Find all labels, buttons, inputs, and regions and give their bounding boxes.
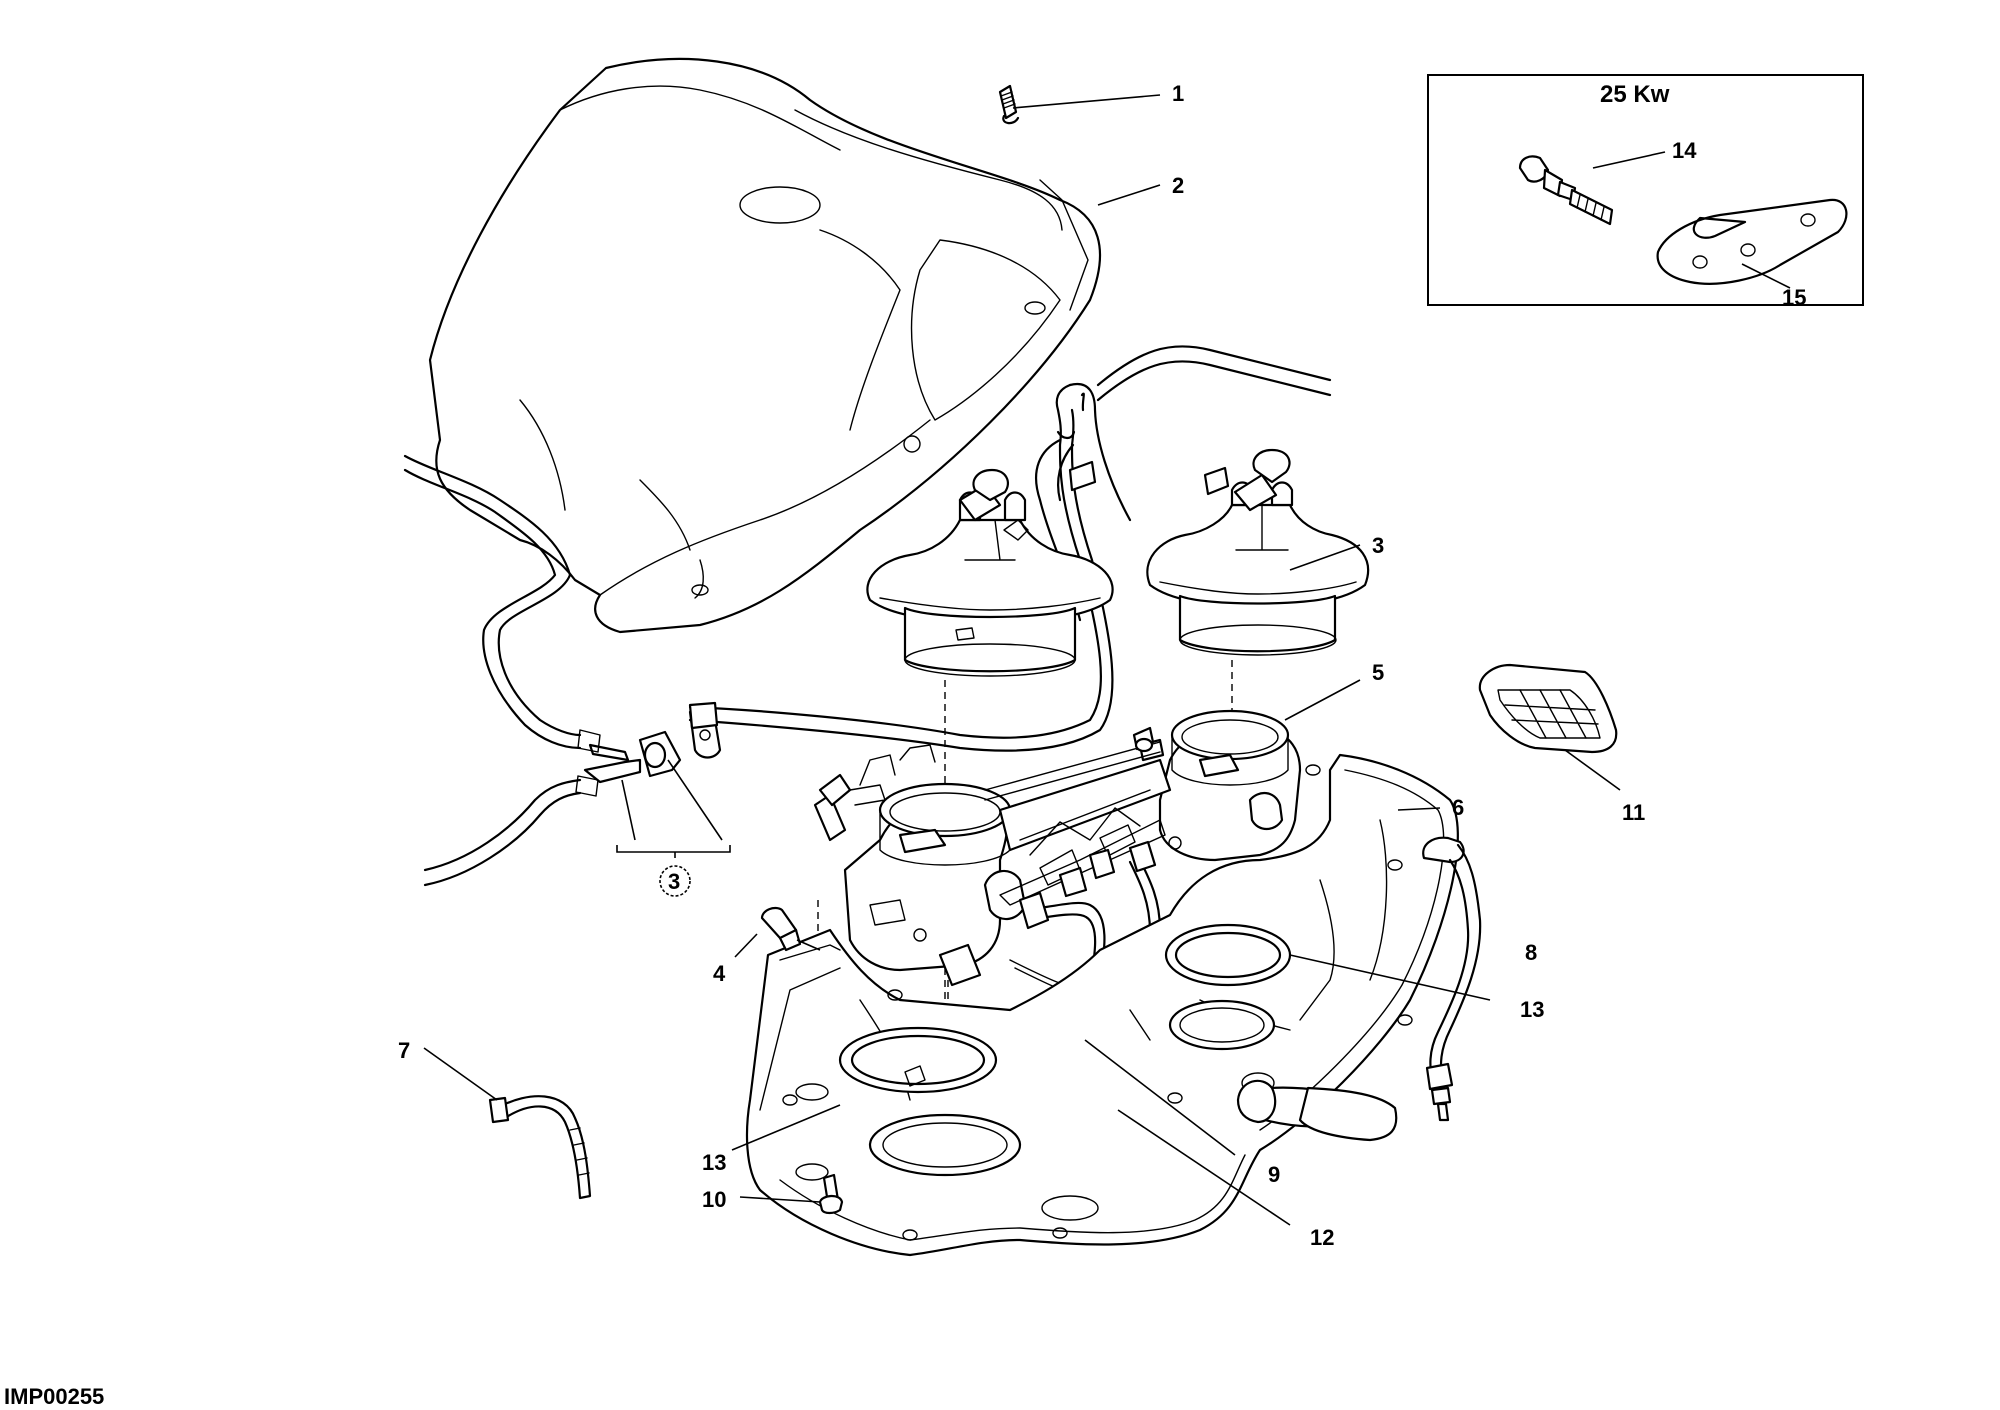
- callout-15: 15: [1782, 285, 1806, 310]
- left-hoses: [403, 454, 601, 887]
- callout-12: 12: [1310, 1225, 1334, 1250]
- part-8-cable: [1422, 836, 1482, 1122]
- callout-10: 10: [702, 1187, 726, 1212]
- callout-11: 11: [1622, 800, 1645, 825]
- callout-7: 7: [398, 1038, 410, 1063]
- callout-8: 8: [1525, 940, 1537, 965]
- callout-5: 5: [1372, 660, 1384, 685]
- part-1-screw: [998, 84, 1020, 125]
- callout-13-left: 13: [702, 1150, 726, 1175]
- part-3-right-funnel: [1146, 448, 1370, 656]
- vent-hose: [688, 345, 1332, 752]
- callout-2: 2: [1172, 173, 1184, 198]
- callout-14: 14: [1672, 138, 1697, 163]
- inset-25kw: 25 Kw: [1427, 74, 1864, 306]
- part-2-top-cover: [428, 57, 1102, 634]
- part-4-plug: [760, 906, 802, 952]
- part-3-left-funnel: [866, 468, 1114, 677]
- part-5-throttle-bodies: [813, 709, 1302, 972]
- callout-1: 1: [1172, 81, 1184, 106]
- intake-duct: [1236, 1079, 1398, 1142]
- callout-6: 6: [1452, 795, 1464, 820]
- callout-4: 4: [713, 961, 726, 986]
- callout-9: 9: [1268, 1162, 1280, 1187]
- callouts: 1 2 3 5 6 11 8 13 4 7 13 10 9 12 14 15 3: [398, 81, 1806, 1250]
- drawing-reference: IMP00255: [4, 1384, 104, 1409]
- inset-title: 25 Kw: [1600, 81, 1670, 108]
- callout-3: 3: [1372, 533, 1384, 558]
- part-10-screw: [818, 1173, 844, 1215]
- callout-13-right: 13: [1520, 997, 1544, 1022]
- part-7-clamp: [488, 1095, 592, 1200]
- part-11-filter: [1478, 663, 1618, 754]
- callout-3-circled: 3: [668, 869, 680, 894]
- part-6-airbox-base: [745, 753, 1459, 1257]
- leader-lines: [423, 94, 1791, 1226]
- part-13-gaskets: [838, 923, 1292, 1094]
